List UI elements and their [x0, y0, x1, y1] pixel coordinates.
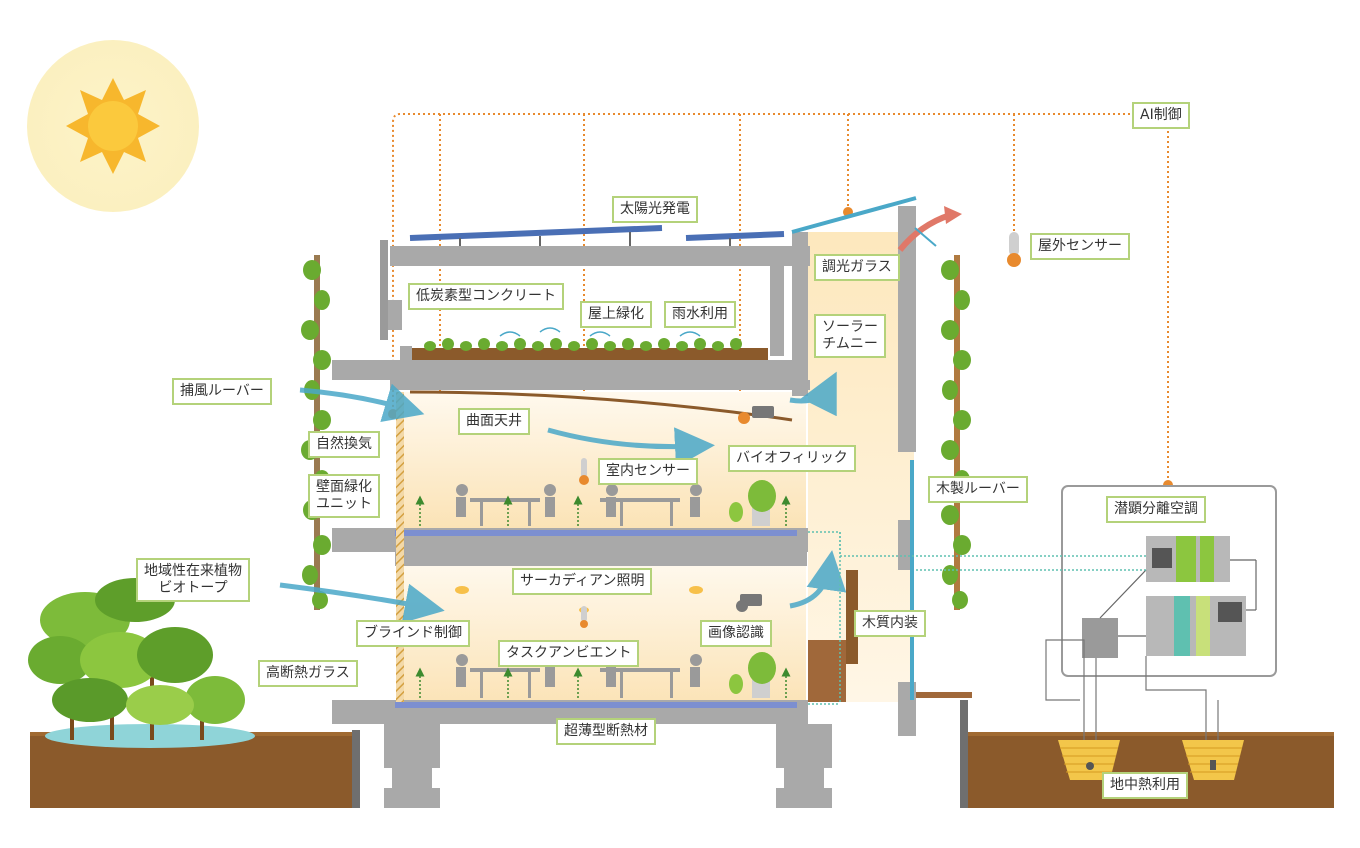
label-geothermal-use: 地中熱利用 — [1102, 772, 1188, 799]
label-task-ambient: タスクアンビエント — [498, 640, 640, 667]
label-ultra-thin-insulation: 超薄型断熱材 — [556, 718, 656, 745]
potted-plant-icon — [729, 480, 776, 698]
solar-panel-icon — [409, 225, 785, 246]
sun-icon — [27, 40, 199, 212]
label-high-insulation-glass: 高断熱ガラス — [258, 660, 358, 687]
high-insulation-glass — [396, 392, 404, 702]
label-image-recognition: 画像認識 — [700, 620, 772, 647]
label-rainwater-use: 雨水利用 — [664, 301, 736, 328]
label-circadian-lighting: サーカディアン照明 — [512, 568, 653, 595]
insulation-lower — [395, 702, 797, 708]
dimming-glass-roof — [791, 196, 917, 234]
label-natural-ventilation: 自然換気 — [308, 431, 380, 458]
label-native-plants-biotope: 地域性在来植物 ビオトープ — [136, 558, 250, 602]
label-wall-greening-unit: 壁面緑化 ユニット — [308, 474, 380, 518]
label-biophilic: バイオフィリック — [728, 445, 856, 472]
insulation-upper — [395, 530, 797, 536]
tree-icon — [28, 578, 255, 748]
exhaust-arrow-icon — [897, 206, 962, 252]
label-latent-sensible-ac: 潜顕分離空調 — [1106, 496, 1206, 523]
duct-lines — [808, 531, 1146, 705]
label-curved-ceiling: 曲面天井 — [458, 408, 530, 435]
label-solar-power: 太陽光発電 — [612, 196, 698, 223]
thermometer-icon — [579, 458, 589, 628]
label-wind-catch-louver: 捕風ルーバー — [172, 378, 272, 405]
label-ai-control: AI制御 — [1132, 102, 1190, 129]
rooftop-garden — [412, 327, 768, 360]
label-indoor-sensor: 室内センサー — [598, 458, 698, 485]
label-wooden-louver: 木製ルーバー — [928, 476, 1028, 503]
wooden-interior — [808, 570, 972, 702]
label-rooftop-greening: 屋上緑化 — [580, 301, 652, 328]
label-dimming-glass: 調光ガラス — [814, 254, 900, 281]
label-outdoor-sensor: 屋外センサー — [1030, 233, 1130, 260]
airflow-arrow-icon — [279, 371, 847, 624]
label-solar-chimney: ソーラー チムニー — [814, 314, 886, 358]
ahu-unit-icon — [1061, 485, 1277, 677]
label-low-carbon-concrete: 低炭素型コンクリート — [408, 283, 564, 310]
floor-vent-arrows — [415, 495, 791, 698]
label-blind-control: ブラインド制御 — [356, 620, 470, 647]
label-wooden-interior: 木質内装 — [854, 610, 926, 637]
camera-icon — [736, 406, 774, 612]
outdoor-thermometer-icon — [1007, 232, 1021, 267]
